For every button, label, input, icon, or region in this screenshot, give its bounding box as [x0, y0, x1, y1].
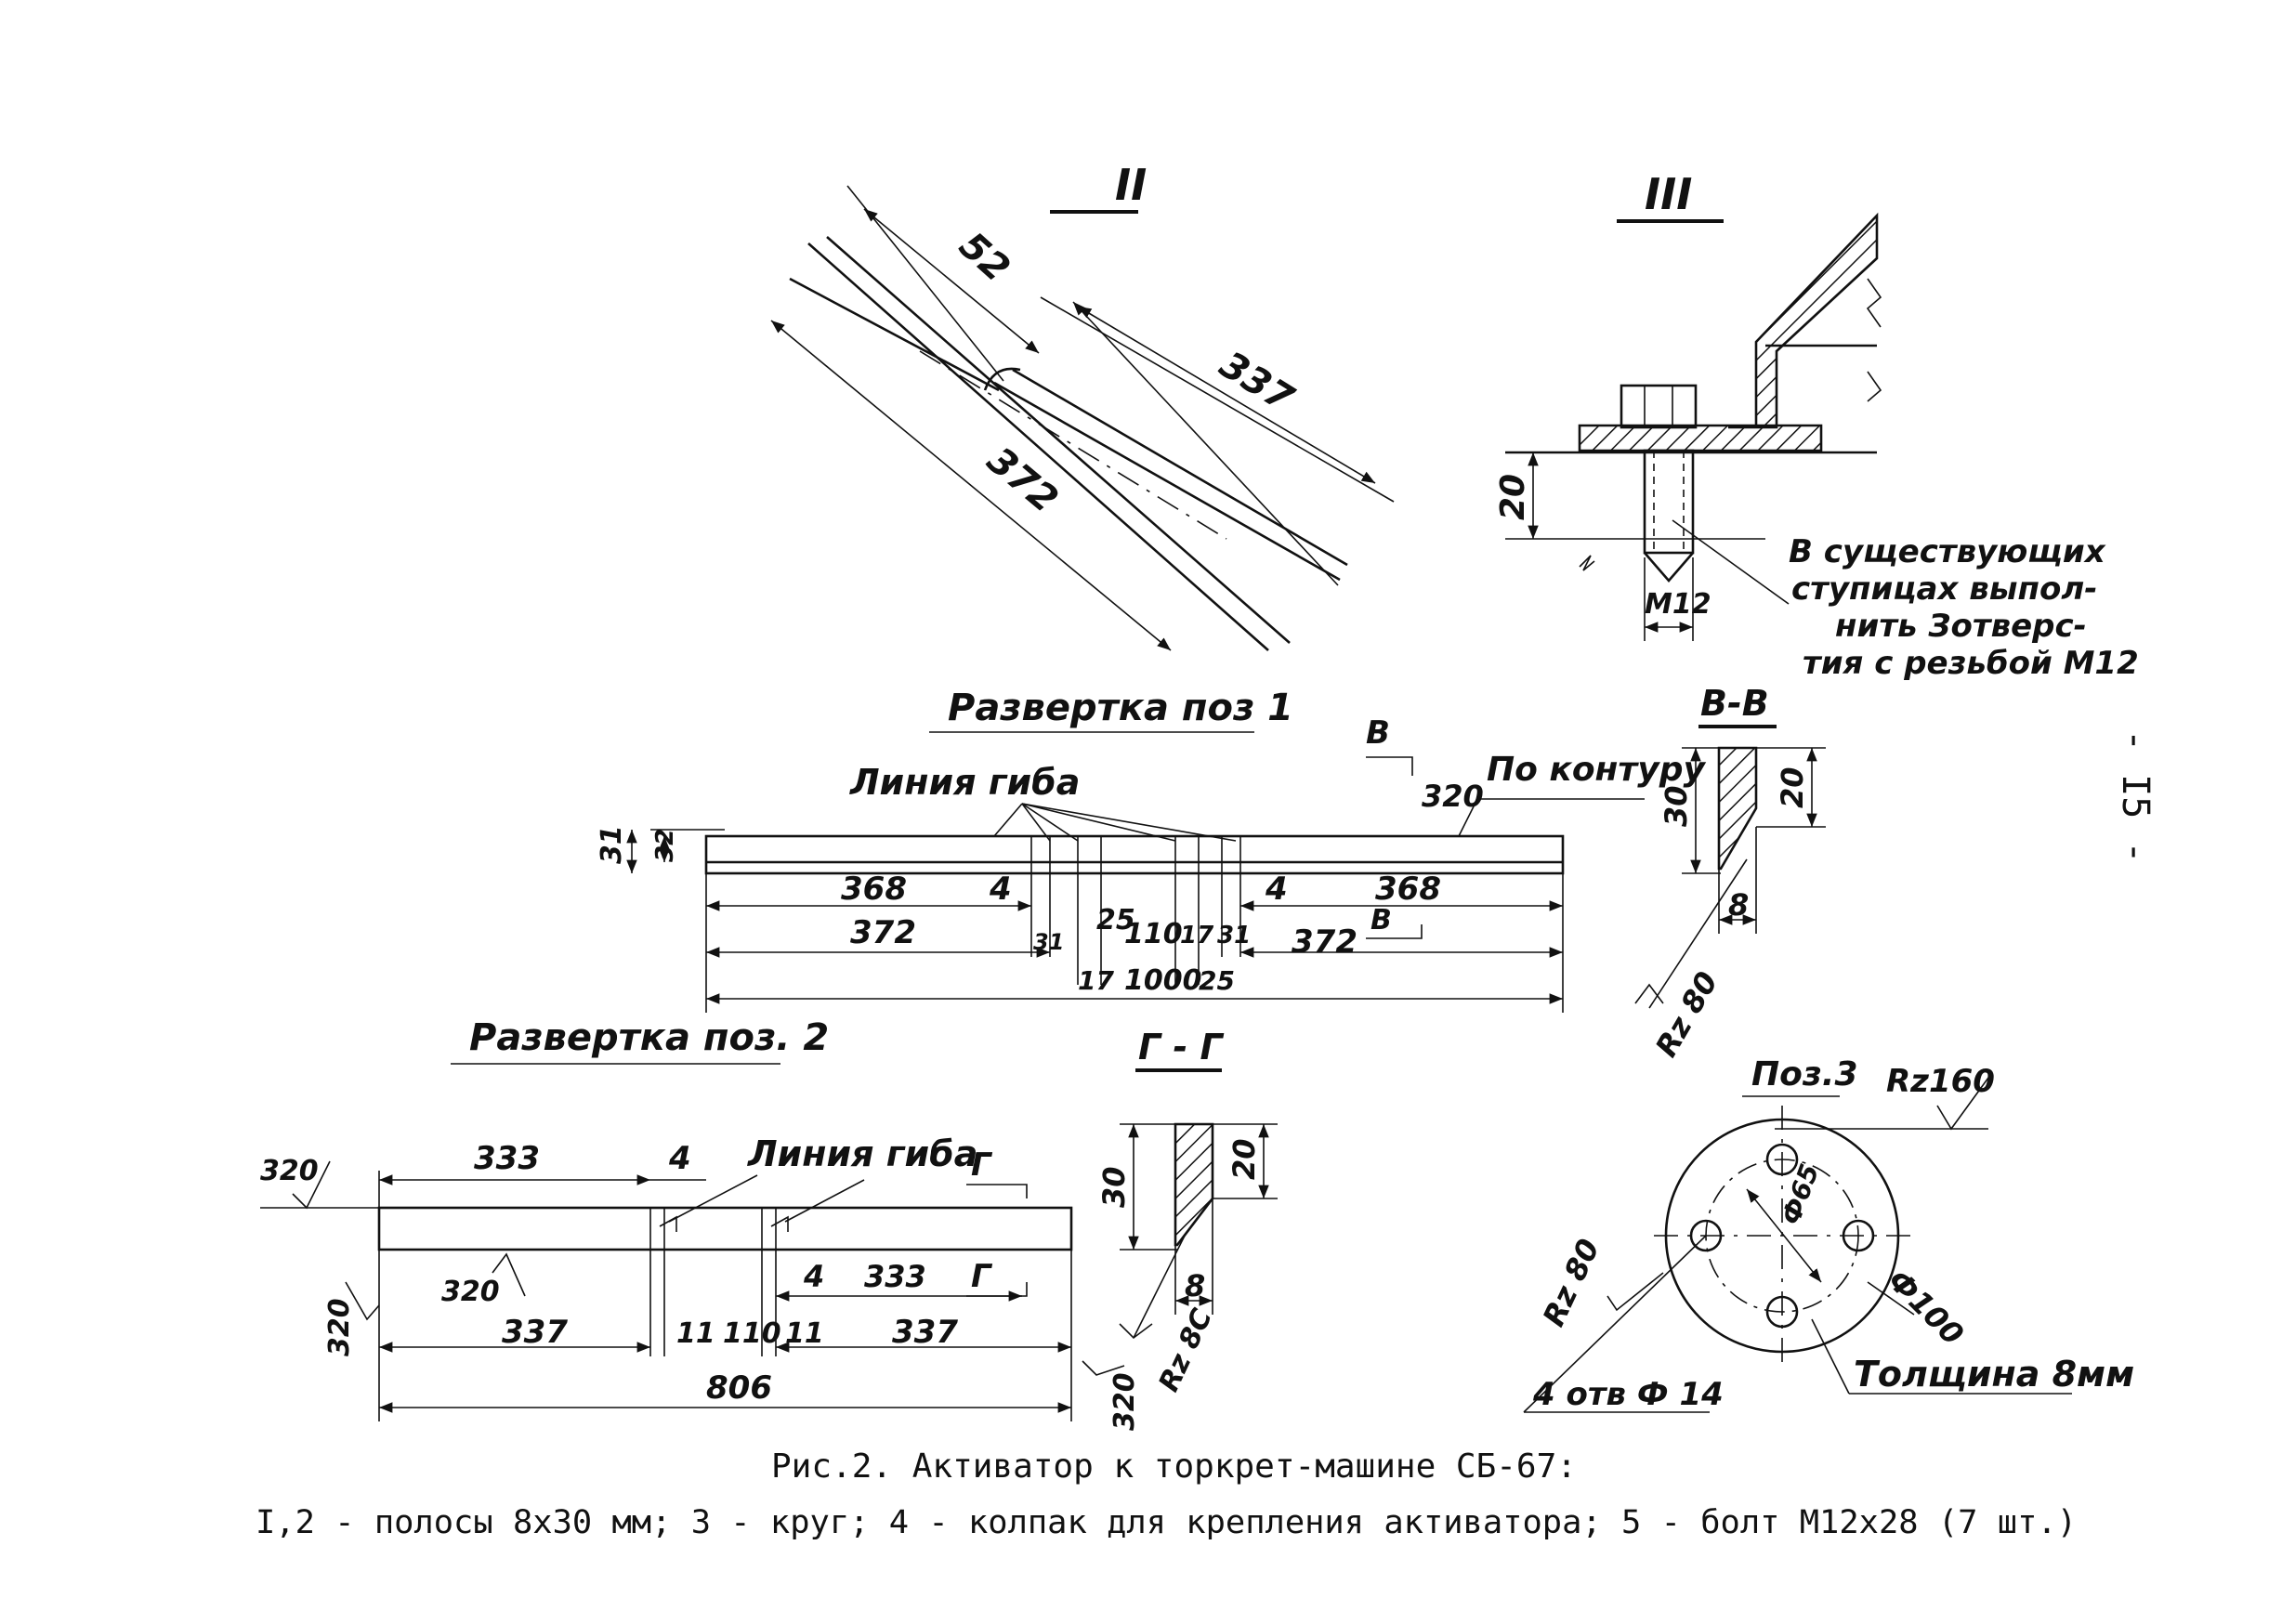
pos3-roughness-top: Rz160: [1886, 1063, 1995, 1100]
development-pos2-cut-mark-bottom: Г: [971, 1258, 993, 1295]
section-gg: Г - Г 30 20 8 Rz 8C: [1096, 1027, 1278, 1396]
development-pos2-dim-11-left: 11: [676, 1317, 715, 1350]
detail-iii-title: III: [1645, 169, 1692, 219]
development-pos2-dim-337-right: 337: [892, 1314, 958, 1351]
section-bb-dim-30: 30: [1659, 785, 1694, 827]
detail-iii-note-3: нить Зотверс-: [1835, 608, 2087, 645]
detail-iii-note-2: ступицах выпол-: [1791, 570, 2097, 608]
development-pos1-dim-372-right: 372: [1292, 923, 1357, 961]
development-pos1-dim-368-left: 368: [841, 871, 907, 908]
development-pos1-contour-note: По контуру: [1487, 751, 1707, 789]
development-pos1-dim-368-right: 368: [1375, 871, 1441, 908]
development-pos2-dim-806: 806: [706, 1369, 772, 1407]
development-pos1-cut-mark-top: В: [1366, 714, 1390, 752]
section-gg-dim-20: 20: [1226, 1138, 1262, 1180]
development-pos2-roughness-1: 320: [260, 1155, 319, 1187]
development-pos1-dim-25-a: 25: [1096, 904, 1135, 936]
caption-line-1: Рис.2. Активатор к торкрет-машине СБ-67:: [771, 1447, 1577, 1486]
development-pos1-dim-372-left: 372: [850, 914, 916, 951]
development-pos1-dim-4-left: 4: [989, 871, 1012, 908]
detail-ii-dim-372: 372: [979, 439, 1067, 521]
development-pos1-dim-4-right: 4: [1265, 871, 1288, 908]
development-pos1-title: Развертка поз 1: [948, 687, 1293, 729]
development-pos2-bend-label: Линия гиба: [747, 1133, 977, 1174]
pos3-holes: 4 отв Ф 14: [1532, 1376, 1724, 1413]
development-pos1-roughness: 320: [1422, 779, 1484, 814]
detail-iii-note-1: В существующих: [1789, 533, 2106, 570]
development-pos2-cut-mark-top: Г: [971, 1146, 993, 1184]
detail-iii-note-4: тия с резьбой М12: [1803, 645, 2139, 682]
development-pos2-dim-110: 110: [723, 1317, 781, 1350]
development-pos2-roughness-2: 320: [441, 1276, 500, 1308]
detail-ii-dim-52: 52: [951, 224, 1017, 290]
development-pos1: Развертка поз 1 Линия гиба 31 32 368 4 4: [596, 687, 1707, 1013]
development-pos1-dim-32: 32: [651, 829, 679, 862]
development-pos2-roughness-3: 320: [323, 1298, 356, 1356]
development-pos2-dim-337-left: 337: [502, 1314, 568, 1351]
development-pos1-dim-110: 110: [1124, 918, 1183, 950]
development-pos1-dim-17-a: 17: [1078, 965, 1114, 996]
development-pos1-dim-25-b: 25: [1199, 965, 1235, 996]
caption-line-2: I,2 - полосы 8х30 мм; 3 - круг; 4 - колп…: [256, 1504, 2077, 1541]
detail-iii-dim-m12: M12: [1645, 588, 1712, 621]
development-pos2: Развертка поз. 2 Линия гиба 333 4 4 333 …: [260, 1016, 1141, 1431]
development-pos2-dim-4-top: 4: [668, 1140, 691, 1177]
development-pos2-dim-11-right: 11: [785, 1317, 824, 1350]
section-gg-dim-8: 8: [1185, 1268, 1205, 1303]
development-pos2-dim-333-mid: 333: [864, 1259, 926, 1294]
development-pos1-dim-31-b: 31: [1217, 922, 1251, 950]
detail-ii-title: II: [1115, 160, 1147, 210]
development-pos1-dim-1000: 1000: [1124, 964, 1202, 997]
pos3: Поз.3 Rz160 Ф65 Ф100 4 отв Ф 14 Rz 80 То…: [1523, 1055, 2134, 1413]
section-bb: В-В 30 20 8 Rz 80: [1634, 683, 1826, 1063]
development-pos1-dim-17-b: 17: [1180, 922, 1214, 950]
development-pos2-dim-4-mid: 4: [803, 1259, 824, 1294]
section-bb-dim-8: 8: [1728, 887, 1749, 923]
detail-iii-dim-20: 20: [1494, 474, 1532, 520]
section-bb-dim-20: 20: [1775, 766, 1810, 808]
detail-ii-dim-337: 337: [1213, 343, 1301, 420]
section-gg-dim-30: 30: [1096, 1166, 1132, 1208]
pos3-title: Поз.3: [1751, 1055, 1858, 1094]
pos3-roughness-left: Rz 80: [1536, 1234, 1607, 1332]
development-pos1-dim-31-a: 31: [1033, 929, 1064, 955]
development-pos1-bend-label: Линия гиба: [849, 762, 1080, 803]
pos3-dim-f100: Ф100: [1881, 1263, 1971, 1353]
section-bb-roughness: Rz 80: [1648, 965, 1725, 1063]
section-bb-title: В-В: [1700, 683, 1769, 724]
development-pos2-roughness-4: 320: [1108, 1372, 1141, 1431]
detail-ii: II 52 337 372: [770, 160, 1395, 651]
pos3-thickness: Толщина 8мм: [1854, 1354, 2134, 1395]
development-pos2-dim-333-top: 333: [474, 1140, 540, 1177]
development-pos1-dim-31: 31: [596, 825, 628, 864]
development-pos2-title: Развертка поз. 2: [469, 1016, 829, 1059]
page-number: - I5 -: [2114, 729, 2157, 864]
section-gg-roughness: Rz 8C: [1153, 1303, 1219, 1396]
detail-iii: III 20 M12 В существующих ступицах выпол…: [1494, 169, 2139, 682]
section-gg-title: Г - Г: [1138, 1027, 1224, 1067]
development-pos1-cut-mark-bottom: В: [1371, 904, 1392, 936]
